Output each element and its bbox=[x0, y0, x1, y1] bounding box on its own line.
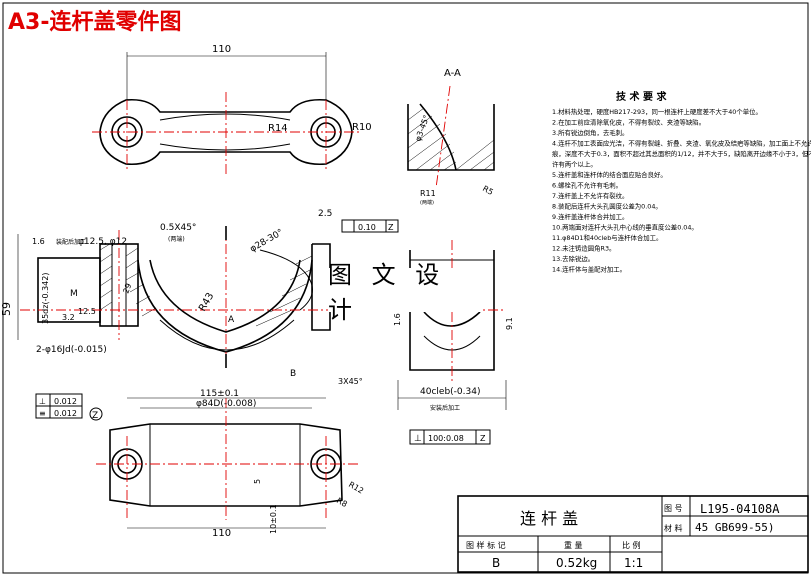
bottom-r8: R8 bbox=[335, 496, 349, 509]
front-angle: φ28-30° bbox=[249, 228, 286, 255]
bottom-dim-10: 10±0.1 bbox=[269, 504, 278, 534]
tech-req-item: 12.未注铸造圆角R3。 bbox=[552, 244, 615, 253]
bottom-dim-115: 115±0.1 bbox=[200, 389, 239, 399]
tb-col-stage: 图 样 标 记 bbox=[466, 540, 506, 550]
side-surf-16: 1.6 bbox=[393, 313, 402, 326]
section-radius-r11-note: (两端) bbox=[420, 199, 434, 206]
tech-req-item: 3.所有锐边倒角，去毛刺。 bbox=[552, 128, 628, 137]
tech-req-item: 10.两端面对连杆大头孔中心线的垂直度公差0.04。 bbox=[552, 223, 698, 232]
tb-material: 45 GB699-55) bbox=[695, 521, 774, 534]
front-tol-vert: 35dz(-0.342) bbox=[41, 273, 50, 325]
front-dim-3-2: 3.2 bbox=[62, 313, 75, 322]
flat-symbol-2: ≡ bbox=[39, 409, 46, 418]
front-thread: M bbox=[70, 289, 78, 299]
front-hole-dia: φ12.5, φ12 bbox=[78, 237, 127, 247]
tech-req-item: 2.在加工前应清除氧化皮，不得有裂纹、夹渣等缺陷。 bbox=[552, 118, 705, 127]
bottom-r12: R12 bbox=[347, 480, 365, 496]
front-dim-12-5: 12.5 bbox=[78, 307, 96, 316]
flat-symbol-1: ⊥ bbox=[39, 397, 46, 406]
tech-req-item: 许有两个以上。 bbox=[552, 160, 597, 169]
top-length-dim: 110 bbox=[212, 44, 231, 55]
tech-req-item: 11.φ84D1和40cleb与连杆体合加工。 bbox=[552, 233, 662, 242]
tb-part-name: 连 杆 盖 bbox=[520, 509, 578, 528]
front-chamfer: 0.5X45° bbox=[160, 223, 196, 233]
bottom-view: 115±0.1 φ84D(-0.008) 3X45° ⊥ ≡ 0.012 0.0… bbox=[35, 377, 365, 539]
watermark-text: 图 文 设 计 bbox=[328, 261, 480, 324]
front-datum-z: Z bbox=[388, 223, 394, 232]
front-holes-bottom: 2-φ16Jd(-0.015) bbox=[36, 345, 107, 355]
side-width-note: 安装后加工 bbox=[430, 404, 460, 412]
bottom-flat-tol-1: 0.012 bbox=[54, 397, 77, 406]
top-radius-large: R14 bbox=[268, 123, 288, 134]
bottom-dim-5: 5 bbox=[253, 479, 262, 484]
tech-req-item: 1.材料热处理，硬度HB217-293，同一根连杆上硬度差不大于40个单位。 bbox=[552, 107, 762, 116]
tb-scale: 1:1 bbox=[624, 556, 643, 570]
section-radius-r11: R11 bbox=[420, 189, 436, 198]
bottom-length-110: 110 bbox=[212, 528, 231, 539]
tb-weight: 0.52kg bbox=[556, 556, 597, 570]
front-section-mark-a: A bbox=[228, 315, 235, 325]
side-perp-tol: 100:0.08 bbox=[428, 434, 464, 443]
top-view: 110 R14 R10 bbox=[92, 44, 372, 176]
section-aa-label: A-A bbox=[444, 68, 461, 79]
section-radius-r5: R5 bbox=[481, 184, 495, 197]
side-surf-91: 9.1 bbox=[505, 317, 514, 330]
perp-symbol: ⊥ bbox=[414, 434, 422, 444]
tb-drawing-no: L195-04108A bbox=[700, 502, 780, 516]
tech-requirements: 技 术 要 求 bbox=[616, 90, 667, 103]
tech-req-item: 痕，深度不大于0.3，面积不超过其总面积的1/12，并不大于5，缺陷离开边缘不小… bbox=[552, 149, 811, 158]
bottom-chamfer: 3X45° bbox=[338, 377, 363, 386]
tb-material-label: 材 料 bbox=[664, 523, 683, 533]
tech-req-item: 8.装配后连杆大头孔圆度公差为0.04。 bbox=[552, 202, 662, 211]
tech-req-item: 4.连杆不加工表面应光洁，不得有裂缝、折叠、夹渣、氧化皮及结疤等缺陷，加工面上不… bbox=[552, 139, 811, 148]
section-angle-45: φ3-45° bbox=[413, 114, 431, 143]
front-dim-2-5: 2.5 bbox=[318, 209, 332, 219]
front-chamfer-note: (两端) bbox=[168, 235, 185, 243]
bottom-datum-z: Z bbox=[92, 411, 98, 421]
tb-col-weight: 重 量 bbox=[564, 540, 583, 550]
tech-req-item: 14.连杆体与盖配对加工。 bbox=[552, 265, 626, 274]
top-radius-small: R10 bbox=[352, 122, 372, 133]
front-flatness-tol: 0.10 bbox=[358, 223, 376, 232]
title-block: 连 杆 盖 图 号 L195-04108A 材 料 45 GB699-55) 图… bbox=[457, 495, 809, 573]
tech-req-item: 13.去除锐边。 bbox=[552, 254, 594, 263]
front-height-dim: 59 bbox=[0, 302, 13, 316]
tb-stage-mark: B bbox=[492, 556, 500, 570]
bottom-bore: φ84D(-0.008) bbox=[196, 399, 256, 409]
tech-req-item: 7.连杆盖上不允许有裂纹。 bbox=[552, 191, 628, 200]
tech-req-item: 5.连杆盖和连杆体的结合面应贴合良好。 bbox=[552, 170, 667, 179]
bottom-flat-tol-2: 0.012 bbox=[54, 409, 77, 418]
front-surface-1: 1.6 bbox=[32, 237, 45, 246]
tech-req-item: 9.连杆盖连杆体合并加工。 bbox=[552, 212, 628, 221]
tb-col-scale: 比 例 bbox=[622, 540, 641, 550]
side-datum-z: Z bbox=[480, 434, 486, 443]
front-hole-note: 装配后加工 bbox=[56, 238, 86, 246]
front-dim-29: 29 bbox=[121, 282, 133, 295]
drawing-title: A3-连杆盖零件图 bbox=[8, 10, 182, 35]
front-label-b: B bbox=[290, 369, 296, 379]
tb-drawing-no-label: 图 号 bbox=[664, 504, 683, 513]
section-aa-view: A-A φ3-45° R11 (两端) R5 bbox=[407, 68, 495, 206]
side-width-40: 40cleb(-0.34) bbox=[420, 387, 480, 397]
tech-req-item: 6.螺栓孔不允许有毛刺。 bbox=[552, 181, 622, 190]
tech-req-heading: 技 术 要 求 bbox=[616, 90, 667, 103]
tech-req-list: 1.材料热处理，硬度HB217-293，同一根连杆上硬度差不大于40个单位。 2.… bbox=[552, 107, 811, 274]
